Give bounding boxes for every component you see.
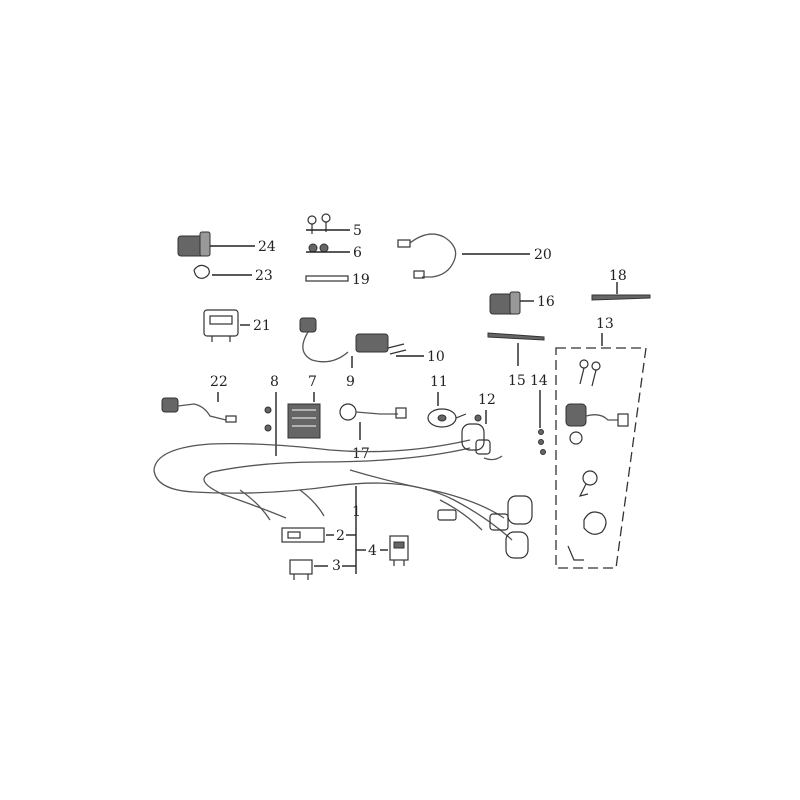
part-13-ignition-switch — [565, 403, 629, 445]
callout-5: 5 — [353, 223, 362, 239]
part-2-connector — [281, 527, 325, 543]
callout-14: 14 — [530, 373, 548, 389]
callout-16: 16 — [537, 294, 555, 310]
part-16-relay — [489, 291, 521, 315]
part-5-screws — [307, 213, 331, 234]
callout-13: 13 — [596, 316, 614, 332]
part-24-relay — [177, 231, 211, 257]
part-4-relay — [389, 535, 409, 566]
part-13-keys — [579, 359, 601, 387]
callout-19: 19 — [352, 272, 370, 288]
part-13-kit-outline — [555, 347, 647, 569]
part-12-screw — [474, 414, 482, 422]
callout-12: 12 — [478, 392, 496, 408]
part-13-hook — [567, 545, 584, 561]
part-19-strip — [305, 275, 349, 282]
part-22-switch — [161, 397, 237, 423]
callout-23: 23 — [255, 268, 273, 284]
part-18-rod — [591, 294, 651, 301]
part-11-horn — [427, 408, 467, 428]
callout-7: 7 — [308, 374, 317, 390]
part-13-seat-lock — [578, 470, 598, 497]
part-6-washers — [308, 243, 329, 253]
callout-1: 1 — [352, 504, 361, 520]
callout-15: 15 — [508, 373, 526, 389]
part-3-connector — [289, 559, 313, 580]
callout-3: 3 — [332, 558, 341, 574]
callout-6: 6 — [353, 245, 362, 261]
part-8-bolts — [264, 406, 272, 432]
part-7-rectifier — [287, 403, 321, 439]
callout-11: 11 — [430, 374, 448, 390]
callout-9: 9 — [346, 374, 355, 390]
callout-24: 24 — [258, 239, 276, 255]
callout-21: 21 — [253, 318, 271, 334]
callout-4: 4 — [368, 543, 377, 559]
callout-17: 17 — [352, 446, 370, 462]
part-15-rod — [487, 332, 545, 341]
part-13-cap — [583, 511, 607, 535]
part-17-sensor — [339, 403, 407, 421]
callout-18: 18 — [609, 268, 627, 284]
callout-22: 22 — [210, 374, 228, 390]
part-23-clip — [193, 264, 210, 279]
callout-2: 2 — [336, 528, 345, 544]
part-20-cable — [397, 233, 457, 279]
callout-20: 20 — [534, 247, 552, 263]
part-1-wiring-harness — [153, 423, 533, 559]
part-21-box — [203, 309, 239, 342]
callout-8: 8 — [270, 374, 279, 390]
part-14-screws — [538, 429, 546, 455]
callout-10: 10 — [427, 349, 445, 365]
part-9-ignition-coil — [299, 317, 389, 363]
part-10-bolts — [387, 343, 407, 355]
